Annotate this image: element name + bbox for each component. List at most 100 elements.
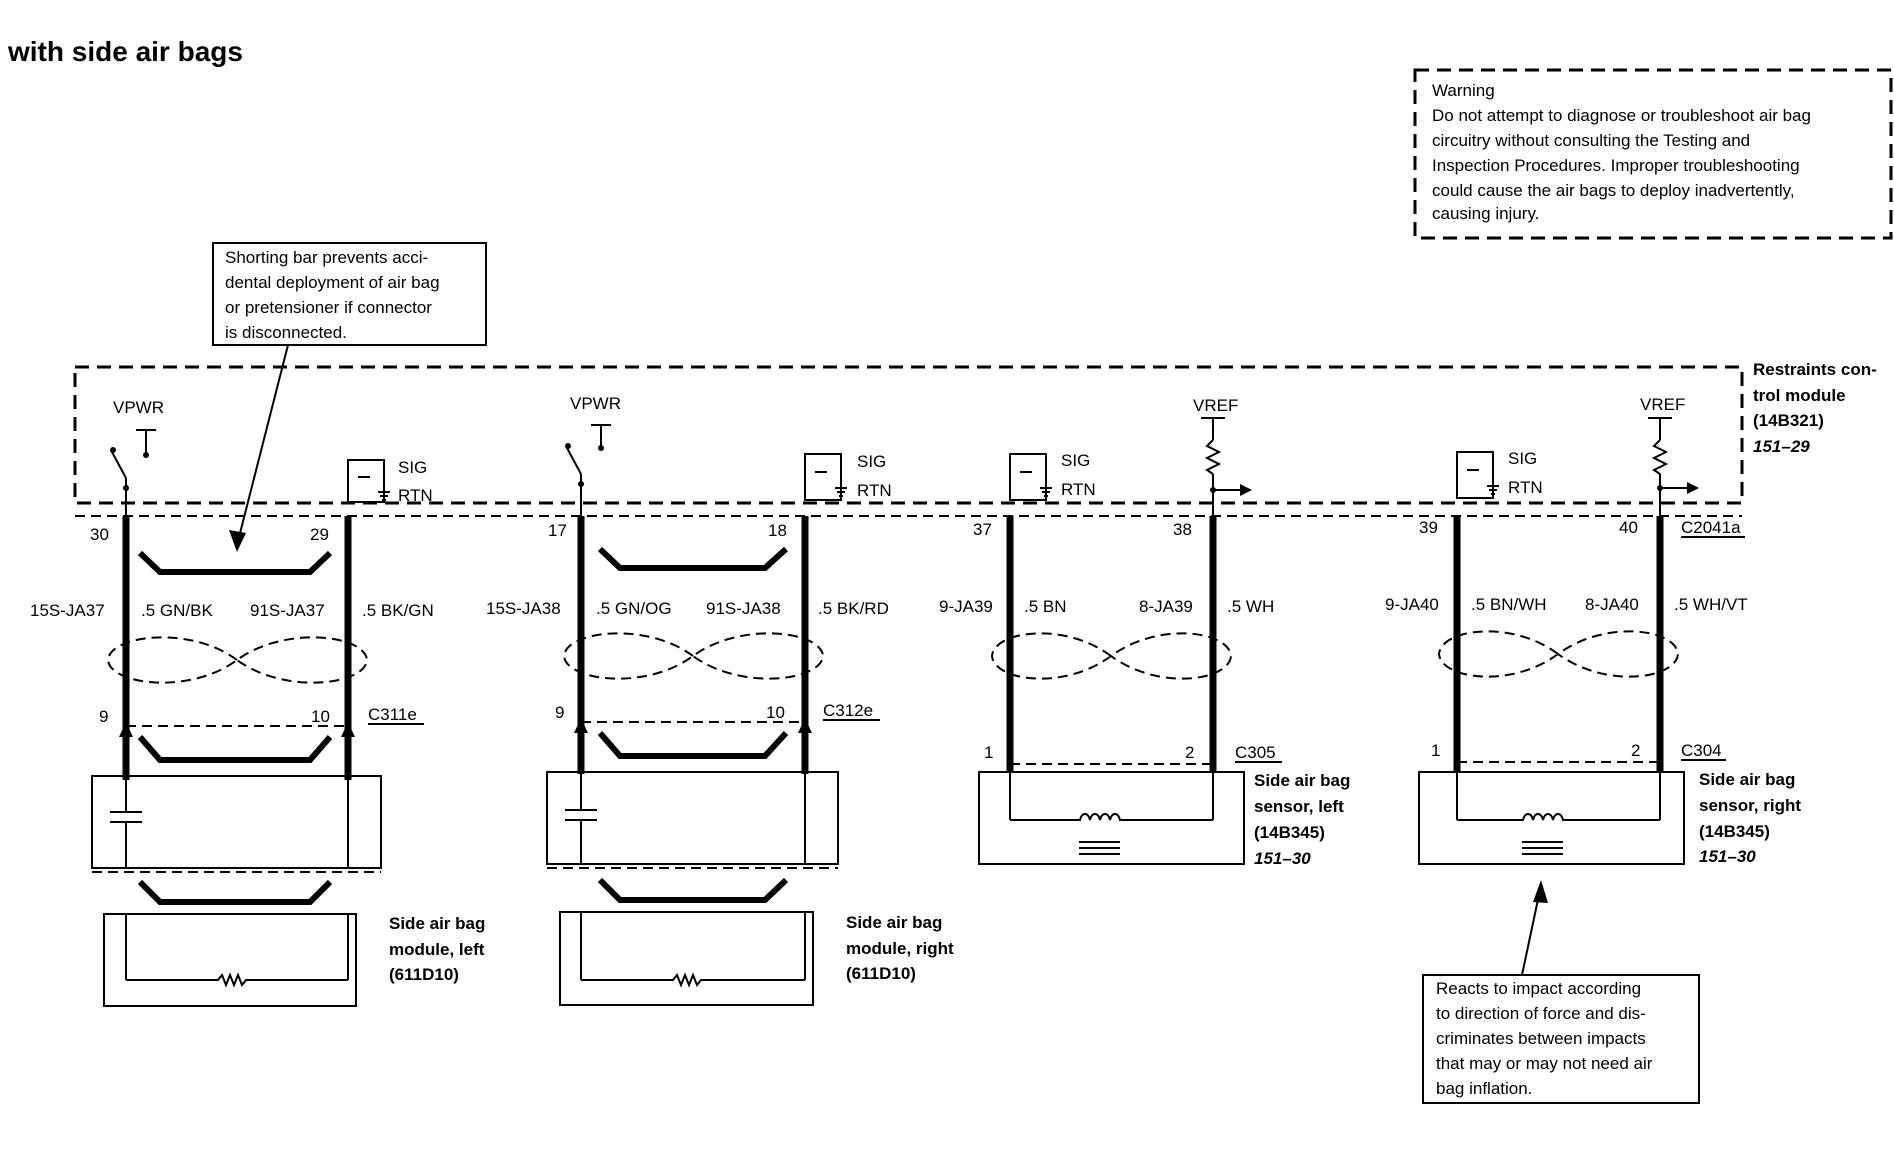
component-label: sensor, right: [1699, 796, 1801, 815]
clockspring-block: [91, 775, 382, 869]
rcm-label: Restraints con-: [1753, 360, 1877, 379]
rcm-label: trol module: [1753, 386, 1846, 405]
note-line: Reacts to impact according: [1436, 979, 1641, 998]
switch-icon: [566, 447, 582, 475]
warning-line: Do not attempt to diagnose or troublesho…: [1432, 106, 1811, 125]
rtn-label: RTN: [1061, 480, 1096, 499]
resistor-icon: [581, 972, 805, 988]
warning-line: Inspection Procedures. Improper troubles…: [1432, 156, 1800, 175]
wire-gauge-color: .5 WH: [1227, 597, 1274, 616]
wire-gauge-color: .5 BN: [1024, 597, 1067, 616]
note-line: dental deployment of air bag: [225, 273, 440, 292]
arrowhead-icon: [1533, 880, 1548, 903]
coil-icon: [1010, 813, 1213, 821]
pin-number: 30: [90, 525, 109, 544]
pin-number: 9: [99, 707, 108, 726]
component-label: module, right: [846, 939, 954, 958]
note-line: criminates between impacts: [1436, 1029, 1646, 1048]
pin-number: 1: [1431, 741, 1440, 760]
component-label: Side air bag: [846, 913, 942, 932]
warning-heading: Warning: [1432, 81, 1495, 100]
sig-rtn-symbol: [347, 459, 385, 503]
vref-label: VREF: [1640, 395, 1685, 414]
connector-id: C311e: [368, 705, 417, 724]
circuit-id: 91S-JA37: [250, 601, 325, 620]
restraints-control-module-boundary: Restraints con- trol module (14B321) 151…: [73, 360, 1877, 538]
side-airbag-module-left: [103, 913, 357, 1007]
note-line: is disconnected.: [225, 323, 347, 342]
side-airbag-sensor-right: [1418, 771, 1685, 865]
component-label: Side air bag: [389, 914, 485, 933]
pin-number: 2: [1631, 741, 1640, 760]
sig-rtn-symbol: [1009, 453, 1047, 501]
pin-number: 1: [984, 743, 993, 762]
warning-line: circuitry without consulting the Testing…: [1432, 131, 1750, 150]
shorting-bar: [597, 877, 789, 903]
shorting-bar: [597, 730, 789, 759]
side-airbag-sensor-left: [978, 771, 1245, 865]
wire-gauge-color: .5 BK/GN: [362, 601, 434, 620]
component-label: module, left: [389, 940, 485, 959]
note-leader-line: [1521, 889, 1541, 976]
left-module-circuit: VPWR SIG RTN 30 29 15S-JA37 .5 GN/BK 91S…: [30, 398, 485, 1007]
note-leader-line: [236, 344, 289, 546]
warning-box: Warning Do not attempt to diagnose or tr…: [1413, 68, 1893, 240]
pin-number: 38: [1173, 520, 1192, 539]
sig-rtn-symbol: [804, 453, 842, 501]
shorting-bar-note: Shorting bar prevents acci- dental deplo…: [212, 242, 487, 552]
circuit-id: 15S-JA37: [30, 601, 105, 620]
circuit-id: 8-JA40: [1585, 595, 1639, 614]
coil-icon: [1457, 813, 1660, 821]
sig-rtn-symbol: [1456, 451, 1494, 499]
resistor-icon: [1204, 439, 1222, 475]
wire-gauge-color: .5 BK/RD: [818, 599, 889, 618]
twisted-pair-symbol: [106, 636, 369, 684]
resistor-icon: [126, 972, 348, 988]
arrowhead-icon: [229, 530, 246, 552]
connector-arrow-icon: [341, 722, 355, 737]
twisted-pair-symbol: [562, 632, 825, 680]
component-label: (14B345): [1699, 822, 1770, 841]
component-label: Side air bag: [1699, 770, 1795, 789]
pin-number: 2: [1185, 743, 1194, 762]
sig-label: SIG: [1508, 449, 1537, 468]
note-line: or pretensioner if connector: [225, 298, 432, 317]
shorting-bar: [137, 735, 333, 763]
vref-label: VREF: [1193, 396, 1238, 415]
component-label: (14B345): [1254, 823, 1325, 842]
diagram-title: with side air bags: [7, 36, 243, 67]
rcm-connector: C2041a: [1681, 518, 1741, 537]
vpwr-label: VPWR: [570, 394, 621, 413]
sig-label: SIG: [398, 458, 427, 477]
pin-number: 10: [311, 707, 330, 726]
circuit-id: 15S-JA38: [486, 599, 561, 618]
resistor-icon: [1651, 439, 1669, 475]
note-line: that may or may not need air: [1436, 1054, 1653, 1073]
component-label: sensor, left: [1254, 797, 1344, 816]
right-module-circuit: VPWR SIG RTN 17 18 15S-JA38 .5 GN/OG 91S…: [486, 394, 954, 1006]
wire-gauge-color: .5 GN/BK: [141, 601, 213, 620]
note-line: Shorting bar prevents acci-: [225, 248, 428, 267]
component-label: (611D10): [846, 964, 916, 983]
pin-number: 10: [766, 703, 785, 722]
rtn-label: RTN: [857, 481, 892, 500]
warning-line: could cause the air bags to deploy inadv…: [1432, 181, 1795, 200]
pin-number: 29: [310, 525, 329, 544]
twisted-pair-symbol: [990, 632, 1233, 680]
component-label: (611D10): [389, 965, 459, 984]
twisted-pair-symbol: [1437, 630, 1680, 678]
connector-id: C304: [1681, 741, 1722, 760]
connector-arrow-icon: [119, 722, 133, 737]
clockspring-block: [546, 771, 839, 865]
connector-arrow-icon: [798, 718, 812, 733]
pin-number: 39: [1419, 518, 1438, 537]
component-ref: 151–30: [1254, 849, 1311, 868]
pin-number: 17: [548, 521, 567, 540]
note-line: to direction of force and dis-: [1436, 1004, 1646, 1023]
wire-gauge-color: .5 WH/VT: [1674, 595, 1748, 614]
rcm-ref: 151–29: [1753, 437, 1810, 456]
pin-number: 37: [973, 520, 992, 539]
pin-number: 18: [768, 521, 787, 540]
